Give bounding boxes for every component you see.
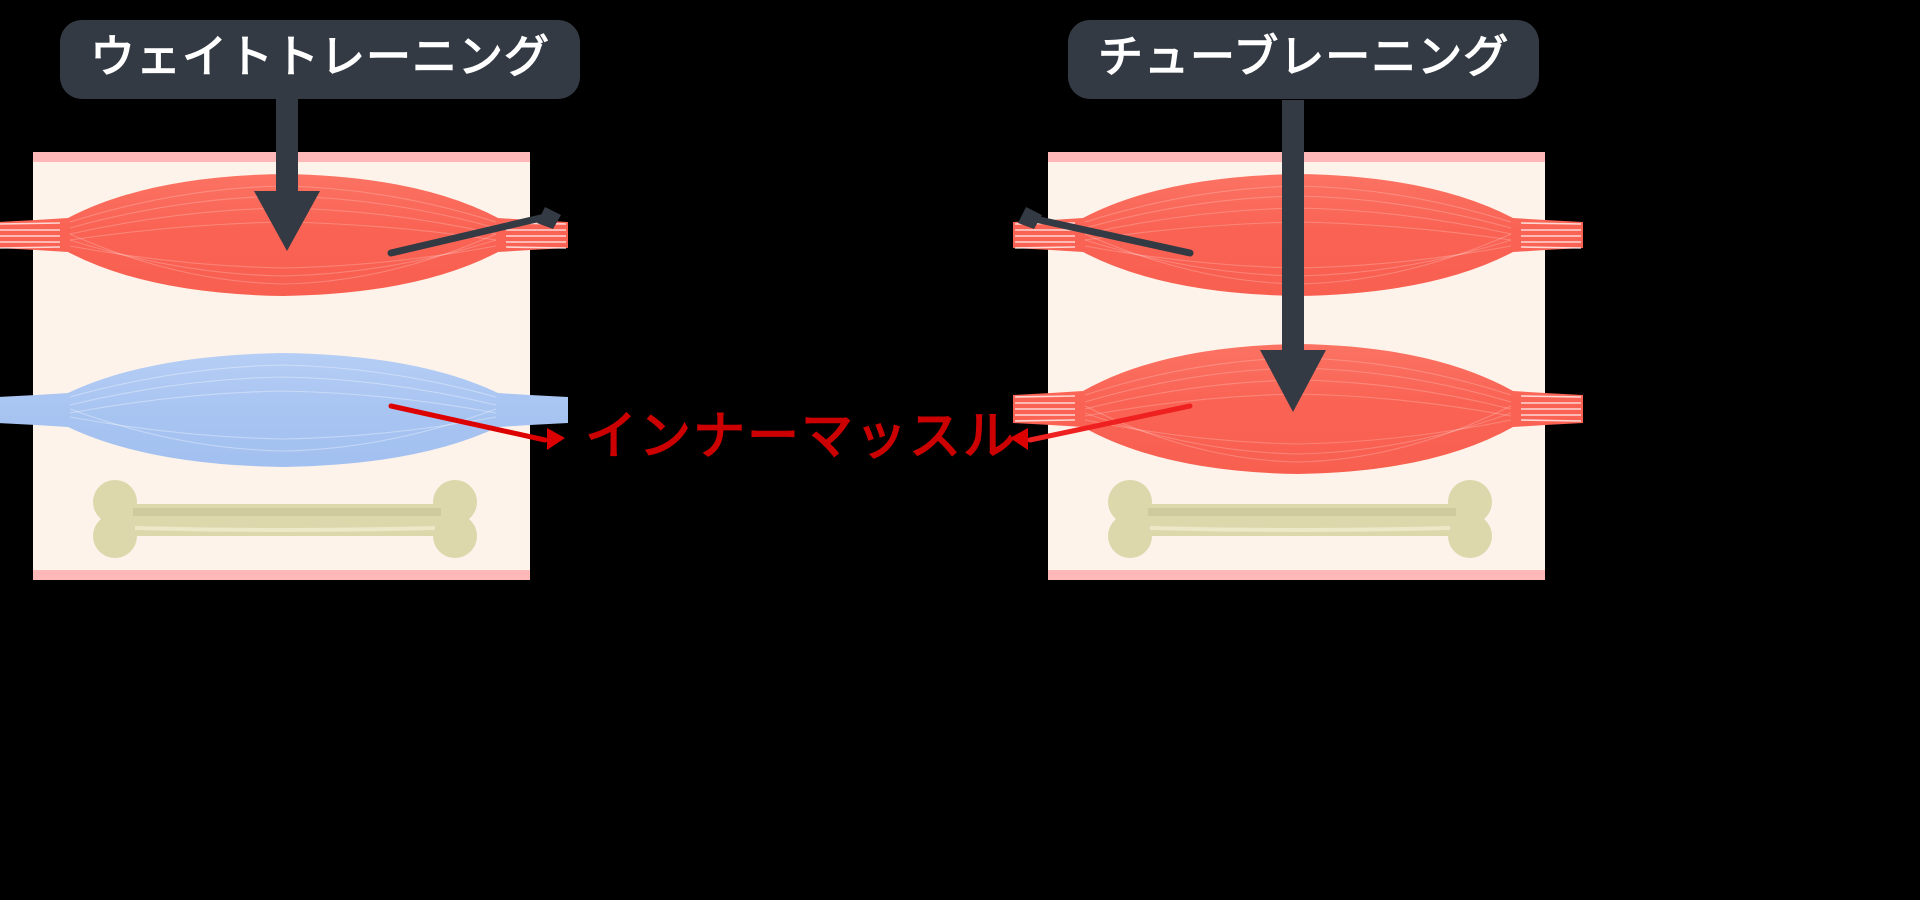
callout-weight-training[interactable]: ウェイトトレーニング [60,20,581,99]
arrow-down-left [252,95,322,255]
leader-inner-muscle-left [385,400,580,460]
pointer-outer-muscle-left [385,205,575,265]
pointer-outer-muscle-right [1000,205,1195,265]
callout-tube-training[interactable]: チューブレーニング [1068,20,1540,99]
inner-muscle-left [0,345,568,475]
inner-muscle-label: インナーマッスル [585,408,1018,466]
skin-band-bottom [1048,570,1545,580]
inner-muscle-right [1013,338,1583,478]
bone-left [85,480,485,560]
leader-inner-muscle-right [1000,400,1195,460]
arrow-down-right [1258,100,1328,415]
skin-band-bottom [33,570,530,580]
bone-right [1100,480,1500,560]
